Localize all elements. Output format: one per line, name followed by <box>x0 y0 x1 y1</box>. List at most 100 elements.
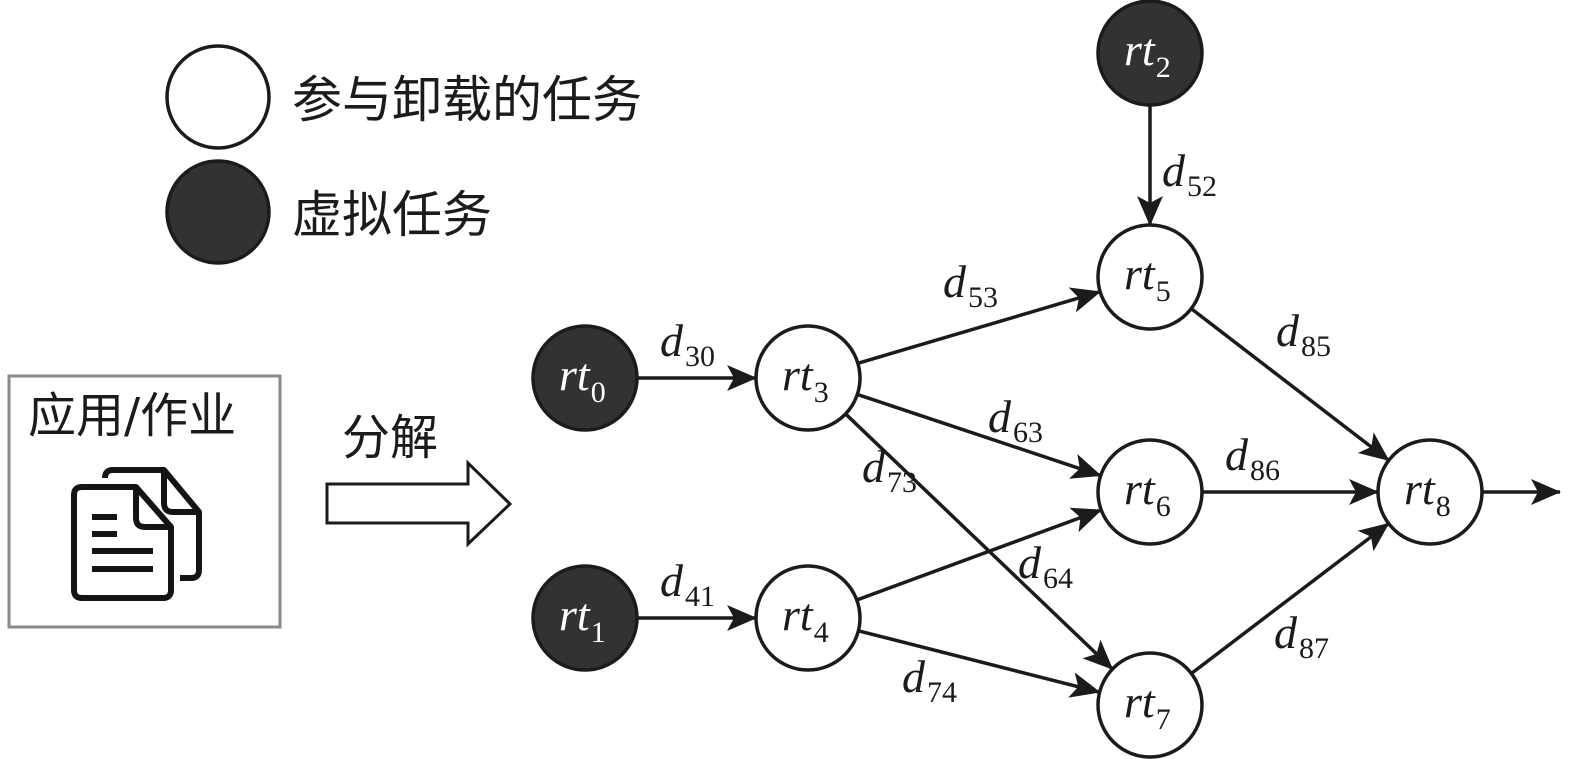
node-rt8: rt8 <box>1376 438 1484 546</box>
edge-label-base: d <box>862 441 886 492</box>
node-label-subscript: 4 <box>814 616 829 649</box>
edge-label-subscript: 85 <box>1301 330 1331 363</box>
edge-rt3-rt7 <box>844 412 1114 671</box>
edge-rt4-rt6 <box>856 507 1103 602</box>
edges <box>637 105 1561 698</box>
edge-label-rt3-rt6: d63 <box>988 391 1043 449</box>
node-label-rt8: rt8 <box>1404 463 1451 523</box>
offload-task-node-circle <box>1376 438 1484 546</box>
edge-rt3-rt5 <box>857 287 1102 365</box>
virtual-task-node-circle <box>1096 0 1204 107</box>
edge-label-base: d <box>660 555 684 606</box>
legend: 参与卸载的任务 虚拟任务 <box>165 44 642 265</box>
edge-label-subscript: 74 <box>927 676 957 709</box>
node-label-base: rt <box>1124 24 1156 75</box>
node-rt7: rt7 <box>1096 651 1204 759</box>
edge-label-base: d <box>1225 429 1249 480</box>
legend-label-offload-task: 参与卸载的任务 <box>292 71 642 129</box>
offload-task-node-circle <box>754 324 862 432</box>
legend-item-virtual-task: 虚拟任务 <box>165 159 492 265</box>
node-rt2: rt2 <box>1096 0 1204 107</box>
edge-label-subscript: 41 <box>685 580 715 613</box>
edge-rt7-rt8 <box>1190 522 1390 675</box>
edge-label-base: d <box>1276 305 1300 356</box>
node-rt5: rt5 <box>1096 223 1204 331</box>
offload-task-node-circle <box>754 564 862 672</box>
documents-icon <box>71 467 202 601</box>
app-job-box: 应用/作业 <box>7 374 282 629</box>
node-label-rt0: rt0 <box>559 349 606 409</box>
legend-item-offload-task: 参与卸载的任务 <box>165 44 642 150</box>
virtual-task-swatch-icon <box>165 159 271 265</box>
node-label-rt1: rt1 <box>559 589 606 649</box>
legend-label-virtual-task: 虚拟任务 <box>292 186 492 244</box>
node-rt0: rt0 <box>531 324 639 432</box>
edge-label-rt3-rt5: d53 <box>943 256 998 314</box>
node-label-base: rt <box>1124 463 1156 514</box>
node-label-rt7: rt7 <box>1124 676 1171 736</box>
edge-label-base: d <box>943 256 967 307</box>
node-label-base: rt <box>559 349 591 400</box>
node-rt4: rt4 <box>754 564 862 672</box>
edge-label-rt1-rt4: d41 <box>660 555 715 613</box>
node-label-base: rt <box>559 589 591 640</box>
node-label-subscript: 5 <box>1156 275 1171 308</box>
edge-rt4-rt7 <box>857 629 1101 698</box>
node-label-base: rt <box>1124 676 1156 727</box>
edge-label-subscript: 64 <box>1043 562 1073 595</box>
edge-label-base: d <box>1162 145 1186 196</box>
virtual-task-node-circle <box>531 564 639 672</box>
edge-label-subscript: 63 <box>1013 416 1043 449</box>
edge-label-subscript: 86 <box>1250 454 1280 487</box>
node-rt6: rt6 <box>1096 438 1204 546</box>
edge-rt3-rt6 <box>856 392 1102 479</box>
hollow-right-arrow-icon <box>325 459 513 548</box>
edge-label-rt0-rt3: d30 <box>660 315 715 373</box>
edge-label-rt3-rt7: d73 <box>862 441 917 499</box>
edge-label-base: d <box>988 391 1012 442</box>
edge-label-rt4-rt6: d64 <box>1018 537 1073 595</box>
node-label-rt4: rt4 <box>782 589 829 649</box>
node-label-base: rt <box>782 349 814 400</box>
node-label-rt6: rt6 <box>1124 463 1171 523</box>
edge-label-subscript: 30 <box>685 340 715 373</box>
offload-task-node-circle <box>1096 223 1204 331</box>
offload-task-swatch-icon <box>165 44 271 150</box>
node-label-base: rt <box>1124 248 1156 299</box>
node-label-base: rt <box>1404 463 1436 514</box>
node-rt1: rt1 <box>531 564 639 672</box>
decompose-arrow: 分解 <box>325 410 513 548</box>
edge-label-rt2-rt5: d52 <box>1162 145 1217 203</box>
edge-label-rt7-rt8: d87 <box>1274 607 1329 665</box>
edge-label-rt4-rt7: d74 <box>902 651 957 709</box>
edge-label-rt5-rt8: d85 <box>1276 305 1331 363</box>
edge-label-subscript: 73 <box>887 466 917 499</box>
node-label-base: rt <box>782 589 814 640</box>
node-label-rt5: rt5 <box>1124 248 1171 308</box>
virtual-task-node-circle <box>531 324 639 432</box>
node-rt3: rt3 <box>754 324 862 432</box>
node-label-rt2: rt2 <box>1124 24 1171 84</box>
edge-label-rt6-rt8: d86 <box>1225 429 1280 487</box>
node-label-subscript: 3 <box>814 376 829 409</box>
edge-label-base: d <box>660 315 684 366</box>
edge-label-subscript: 53 <box>968 281 998 314</box>
edge-rt5-rt8 <box>1190 307 1390 462</box>
node-label-subscript: 7 <box>1156 703 1171 736</box>
edge-label-base: d <box>902 651 926 702</box>
node-label-subscript: 8 <box>1436 490 1451 523</box>
offload-task-node-circle <box>1096 438 1204 546</box>
decompose-label: 分解 <box>342 410 438 466</box>
node-label-rt3: rt3 <box>782 349 829 409</box>
node-label-subscript: 0 <box>591 376 606 409</box>
node-label-subscript: 1 <box>591 616 606 649</box>
offload-task-node-circle <box>1096 651 1204 759</box>
node-label-subscript: 6 <box>1156 490 1171 523</box>
node-label-subscript: 2 <box>1156 51 1171 84</box>
edge-label-base: d <box>1018 537 1042 588</box>
edge-label-base: d <box>1274 607 1298 658</box>
edge-label-subscript: 52 <box>1187 170 1217 203</box>
